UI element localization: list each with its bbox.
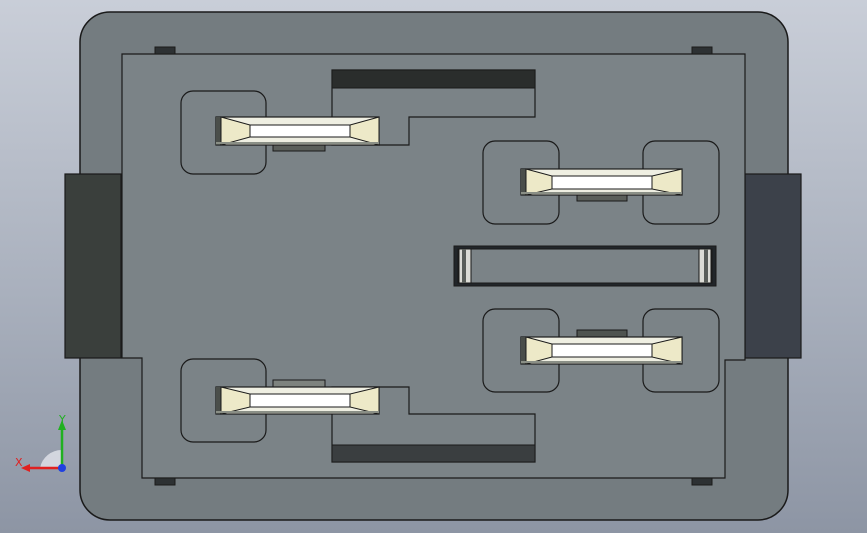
left-side-tab (64, 173, 122, 359)
ledge-pin-2 (272, 379, 326, 388)
x-axis-arrow (21, 464, 30, 472)
ledge-pin-4 (576, 329, 628, 338)
notch-bottom-left (154, 477, 176, 486)
y-axis-label: Y (58, 413, 66, 426)
bottom-dark-bar (331, 444, 536, 463)
notch-top-left (154, 46, 176, 55)
top-dark-bar (331, 69, 536, 89)
inner-base (121, 53, 746, 479)
right-side-tab (744, 173, 802, 359)
x-axis-label: X (15, 456, 23, 469)
notch-bottom-right (691, 477, 713, 486)
terminal-pin-2[interactable] (215, 386, 380, 415)
terminal-pin-4[interactable] (520, 336, 683, 365)
z-axis-origin (58, 464, 66, 472)
notch-top-right (691, 46, 713, 55)
center-slot-bar[interactable] (453, 245, 717, 287)
y-axis-arrow (58, 420, 66, 430)
triad-plane (40, 449, 62, 468)
terminal-pin-3[interactable] (520, 168, 683, 196)
terminal-pin-1[interactable] (215, 116, 380, 146)
axis-triad[interactable]: Y X (14, 410, 74, 480)
